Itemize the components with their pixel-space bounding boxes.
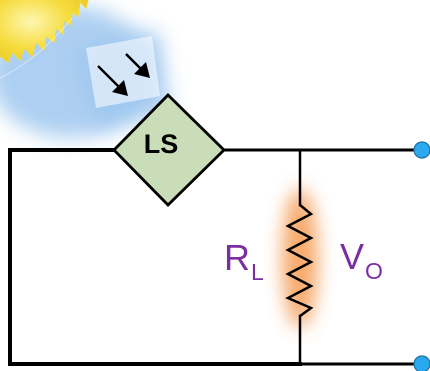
load-resistor-label: RL bbox=[224, 237, 264, 293]
resistor-glow bbox=[282, 188, 318, 328]
circuit-wires bbox=[8, 148, 424, 366]
light-sensor-label: LS bbox=[143, 129, 179, 159]
output-voltage-subscript: O bbox=[365, 258, 383, 284]
output-voltage-symbol: V bbox=[340, 236, 365, 277]
arrow-down-right-icon bbox=[97, 53, 150, 96]
output-voltage-label: VO bbox=[340, 236, 383, 292]
output-terminal-bottom bbox=[413, 355, 430, 371]
load-resistor-subscript: L bbox=[251, 259, 264, 285]
light-sensor-body bbox=[112, 93, 226, 207]
wire-top-left bbox=[8, 148, 302, 366]
load-resistor-symbol: R bbox=[224, 237, 250, 278]
resistor-symbol bbox=[285, 204, 314, 318]
sun-icon bbox=[0, 0, 89, 79]
output-terminal-top bbox=[413, 141, 430, 159]
